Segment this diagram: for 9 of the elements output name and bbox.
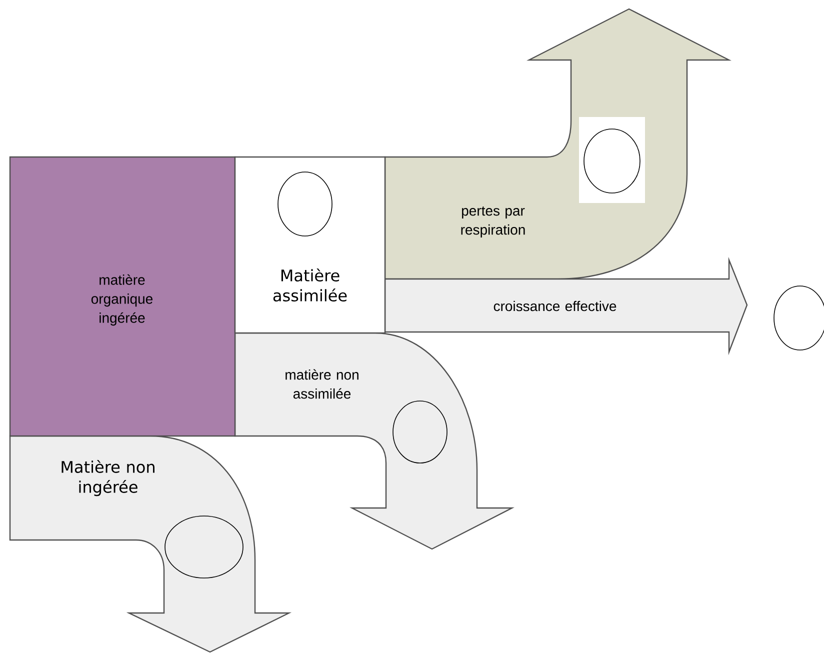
flow-band: Matière non ingérée xyxy=(9,435,290,653)
blank-circle xyxy=(584,128,640,194)
blank-circle xyxy=(164,516,244,578)
blank-circle xyxy=(392,400,448,464)
flow-band: croissance effective xyxy=(384,256,748,356)
flow-band: matière non assimilée xyxy=(234,332,513,550)
ingested-box: matière organique ingérée xyxy=(9,156,236,437)
assimilated-box: Matière assimilée xyxy=(234,156,386,334)
blank-circle xyxy=(278,172,332,236)
